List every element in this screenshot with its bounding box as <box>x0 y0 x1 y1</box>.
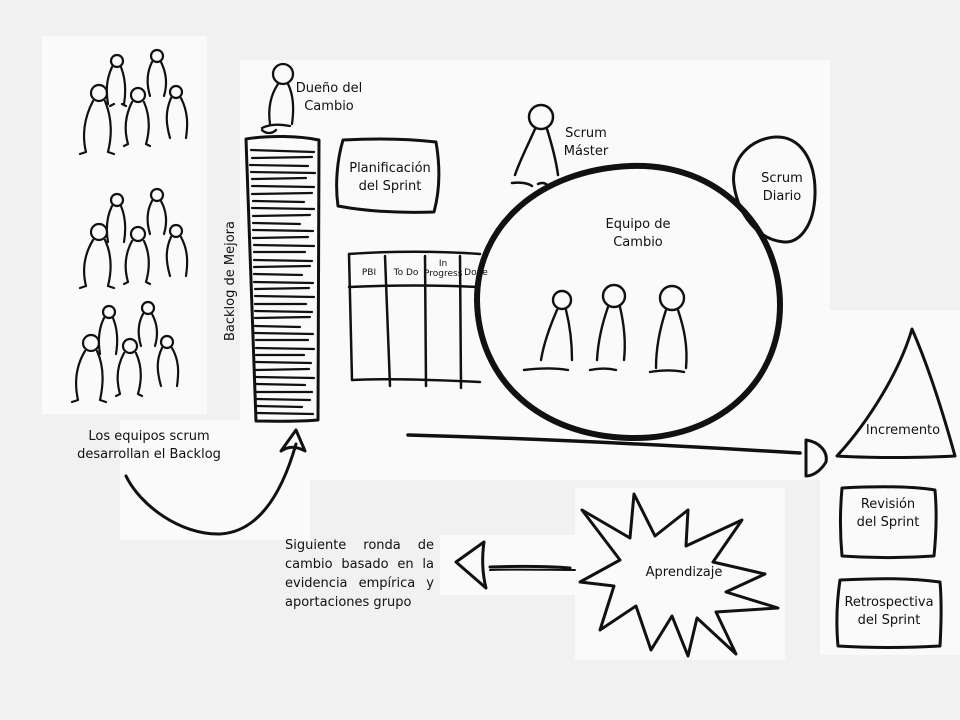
learning-burst <box>578 492 780 658</box>
teams-to-backlog-arrow <box>124 428 307 536</box>
backlog-items <box>248 148 317 416</box>
daily-scrum-label: Scrum Diario <box>746 170 818 206</box>
owner-label-line1: Dueño del <box>295 81 363 96</box>
backlog-column <box>244 134 321 423</box>
board-col-done: Done <box>464 268 488 278</box>
daily-scrum-oval <box>732 135 817 244</box>
review-label-line1: Revisión <box>860 497 916 512</box>
owner-label-line2: Cambio <box>304 99 354 114</box>
retrospective-label-line1: Retrospectiva <box>844 595 934 610</box>
scrum-master-label-line2: Máster <box>563 144 609 159</box>
scrum-master-figure <box>510 103 560 188</box>
planning-label-line2: del Sprint <box>358 179 422 194</box>
retrospective-label-line2: del Sprint <box>857 613 921 628</box>
sprint-arrow <box>406 433 828 478</box>
team-label-line2: Cambio <box>613 235 663 250</box>
teams-caption-line1: Los equipos scrum <box>88 429 210 444</box>
team-label: Equipo de Cambio <box>595 216 681 252</box>
retrospective-box <box>835 577 943 649</box>
daily-scrum-label-line2: Diario <box>762 189 802 204</box>
next-round-panel <box>440 535 575 595</box>
bottom-left-panel <box>120 420 310 540</box>
review-label-line2: del Sprint <box>856 515 920 530</box>
board-col-in-progress-line1: In <box>438 259 448 269</box>
scrum-teams-illustration <box>70 48 189 404</box>
retrospective-label: Retrospectiva del Sprint <box>838 594 940 630</box>
next-round-caption: Siguiente ronda de cambio basado en la e… <box>285 538 434 610</box>
team-circle <box>474 162 783 442</box>
review-label: Revisión del Sprint <box>842 496 934 532</box>
planning-box <box>335 137 441 214</box>
teams-caption: Los equipos scrum desarrollan el Backlog <box>66 428 232 464</box>
scrum-board <box>347 250 482 390</box>
planning-label-line1: Planificación <box>349 161 431 176</box>
board-col-in-progress: In Progress <box>424 259 462 279</box>
scrum-master-label-line1: Scrum <box>565 126 607 141</box>
owner-label: Dueño del Cambio <box>290 80 368 116</box>
increment-label: Incremento <box>865 423 941 438</box>
owner-figure <box>260 62 295 135</box>
board-col-todo: To Do <box>393 268 419 278</box>
learning-label: Aprendizaje <box>645 565 723 580</box>
backlog-label: Backlog de Mejora <box>223 221 238 341</box>
scrum-master-label: Scrum Máster <box>556 125 616 161</box>
board-col-pbi: PBI <box>361 268 377 278</box>
planning-label: Planificación del Sprint <box>340 160 440 196</box>
increment-triangle <box>835 327 957 459</box>
team-figures <box>522 283 688 374</box>
review-box <box>839 485 938 559</box>
right-panel <box>820 310 960 655</box>
next-round-arrow <box>454 540 576 590</box>
board-col-in-progress-line2: Progress <box>424 269 463 279</box>
teams-caption-line2: desarrollan el Backlog <box>77 447 221 462</box>
team-label-line1: Equipo de <box>605 217 671 232</box>
daily-scrum-label-line1: Scrum <box>761 171 803 186</box>
